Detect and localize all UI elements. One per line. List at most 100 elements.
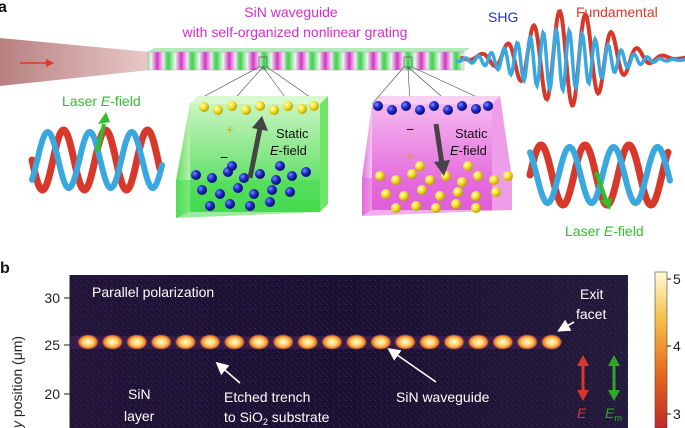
panel-a-letter: a — [0, 0, 7, 16]
em-label: Em — [605, 405, 622, 423]
charge-particle — [411, 201, 421, 211]
shg-spot — [125, 334, 148, 350]
colorbar-tick-4: 4 — [673, 338, 681, 354]
waveguide-label: SiN waveguide — [396, 389, 490, 405]
shg-spot — [369, 334, 392, 350]
shg-spot — [516, 334, 539, 350]
charge-particle — [471, 191, 481, 201]
e-label: E — [577, 405, 587, 421]
green-static-arrow — [247, 116, 268, 179]
charge-particle — [215, 189, 225, 199]
shg-spot — [467, 334, 490, 350]
image-noise — [70, 275, 628, 428]
charge-particle — [375, 171, 385, 181]
charge-particle — [415, 161, 425, 171]
charge-particle — [415, 105, 425, 115]
static-field-left-line2: E-field — [270, 143, 307, 158]
shg-spot — [174, 334, 197, 350]
charge-particle — [391, 203, 401, 213]
charge-particle — [227, 101, 237, 111]
charge-particle — [463, 161, 473, 171]
static-field-left-line1: Static — [276, 126, 309, 141]
shg-spot — [247, 334, 270, 350]
output-waves — [456, 8, 685, 108]
shg-spot — [540, 334, 563, 350]
left-field-arrow — [95, 112, 110, 153]
shg-spot — [199, 334, 221, 350]
y-axis-label: y position (μm) — [9, 336, 25, 428]
magenta-box-positive-charges — [375, 161, 513, 213]
charge-particle — [205, 201, 215, 211]
charge-particle — [191, 170, 201, 180]
waveguide-title-line2: with self-organized nonlinear grating — [182, 24, 408, 40]
shg-spot — [272, 334, 295, 350]
panel-a: a SiN waveguide with self-organized nonl… — [0, 0, 685, 239]
charge-particle — [451, 199, 461, 209]
trench-arrow — [215, 361, 241, 384]
charge-particle — [457, 177, 467, 187]
charge-particle — [489, 175, 499, 185]
magenta-grating-box — [362, 96, 512, 216]
trench-line2: to SiO2 substrate — [224, 409, 330, 427]
charge-particle — [391, 175, 401, 185]
shg-spot — [150, 334, 173, 350]
shg-spot — [345, 334, 368, 350]
charge-particle — [233, 183, 243, 193]
charge-particle — [399, 191, 409, 201]
charge-particle — [407, 169, 417, 179]
charge-particle — [283, 101, 293, 111]
magenta-box-negative-charges — [373, 101, 493, 115]
charge-particle — [255, 169, 265, 179]
charge-particle — [381, 189, 391, 199]
charge-particle — [225, 199, 235, 209]
charge-particle — [287, 171, 297, 181]
charge-particle — [301, 167, 311, 177]
charge-particle — [417, 185, 427, 195]
charge-particle — [473, 171, 483, 181]
green-plus-sign: + — [226, 122, 234, 137]
waveguide-title-line1: SiN waveguide — [244, 4, 338, 20]
static-field-right-line2: E-field — [450, 143, 487, 158]
charge-particle — [443, 105, 453, 115]
y-tick-30: 30 — [44, 290, 60, 306]
right-field-arrow — [594, 171, 612, 210]
em-polarization-arrow — [608, 355, 620, 401]
green-box-negative-charges — [191, 161, 311, 211]
charge-particle — [197, 185, 207, 195]
green-minus-sign: − — [220, 149, 228, 165]
sin-layer-line1: SiN — [128, 386, 151, 402]
charge-particle — [471, 104, 481, 114]
charge-particle — [227, 161, 237, 171]
panel-b-letter: b — [0, 260, 10, 277]
y-tick-20: 20 — [44, 386, 60, 402]
charge-particle — [213, 105, 223, 115]
input-arrow-head — [46, 59, 54, 67]
waveguide-arrow — [387, 348, 437, 383]
exit-facet-arrow — [557, 319, 575, 332]
shg-spot — [321, 334, 343, 350]
static-field-right-line1: Static — [455, 126, 488, 141]
charge-particle — [491, 187, 501, 197]
sin-layer-line2: layer — [124, 408, 155, 424]
shg-spot — [223, 334, 246, 350]
colorbar: 5 4 3 — [654, 271, 681, 428]
charge-particle — [453, 187, 463, 197]
magenta-plus-sign: + — [406, 149, 414, 164]
exit-facet-line1: Exit — [580, 286, 603, 302]
charge-particle — [269, 105, 279, 115]
input-beam-cone — [0, 38, 150, 86]
charge-particle — [239, 173, 249, 183]
charge-particle — [265, 197, 275, 207]
shg-label: SHG — [488, 9, 518, 25]
trench-line1: Etched trench — [224, 389, 310, 405]
charge-particle — [425, 175, 435, 185]
shg-spot — [394, 334, 417, 350]
left-laser-helix — [28, 126, 165, 194]
charge-particle — [309, 101, 319, 111]
shg-spot — [418, 334, 441, 350]
shg-spot — [101, 334, 124, 350]
charge-particle — [255, 101, 265, 111]
polarization-label: Parallel polarization — [92, 284, 214, 300]
exit-facet-line2: facet — [576, 306, 606, 322]
